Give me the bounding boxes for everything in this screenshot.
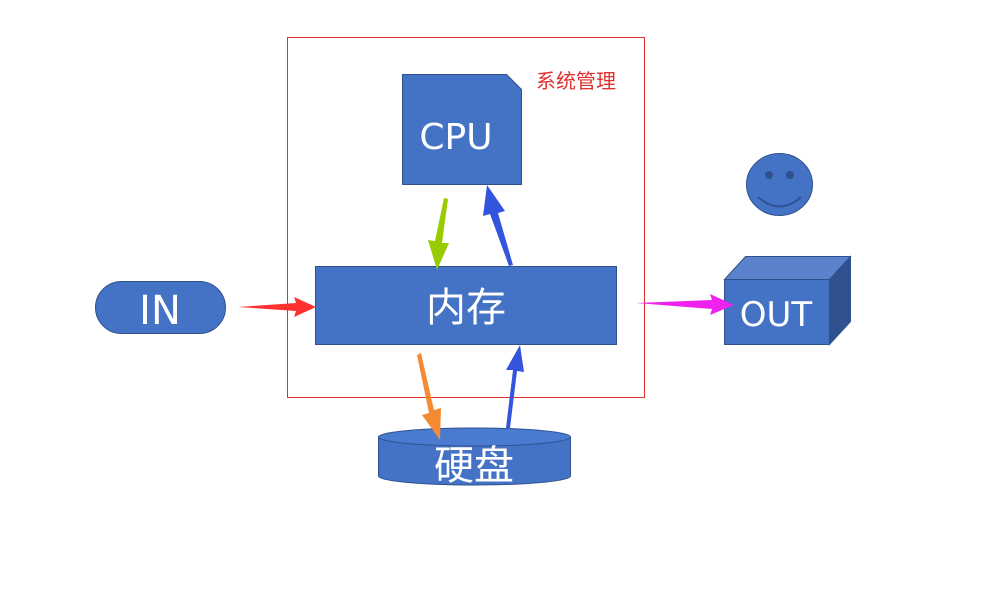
input-label: IN — [139, 288, 181, 334]
arrow-input-to-memory — [238, 297, 316, 317]
memory-node[interactable] — [315, 266, 617, 345]
arrow-memory-to-disk — [417, 353, 441, 440]
cpu-node[interactable] — [402, 74, 522, 185]
disk-node[interactable] — [378, 427, 571, 486]
cpu-label: CPU — [419, 117, 492, 158]
arrow-cpu-to-memory — [428, 198, 449, 270]
output-label: OUT — [740, 295, 813, 335]
input-node[interactable] — [95, 281, 226, 334]
system-management-label: 系统管理 — [536, 69, 616, 93]
memory-label: 内存 — [426, 285, 506, 331]
output-node[interactable] — [723, 255, 852, 346]
arrow-disk-to-memory — [506, 345, 524, 428]
smiley-face-icon — [746, 153, 813, 216]
system-management-box — [287, 37, 645, 398]
disk-label: 硬盘 — [434, 443, 514, 489]
arrow-memory-to-output — [636, 294, 734, 315]
arrow-memory-to-cpu — [483, 185, 513, 266]
